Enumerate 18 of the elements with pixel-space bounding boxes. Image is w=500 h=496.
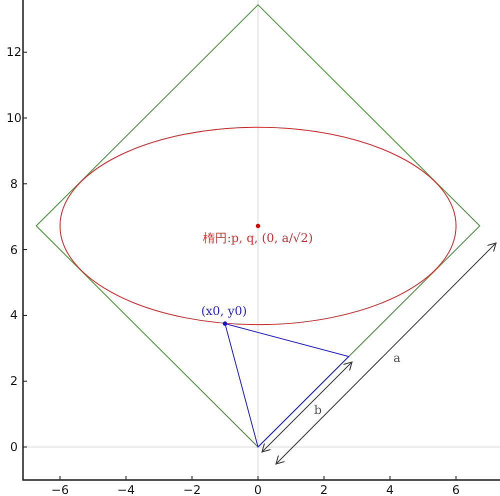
tick-label: −6 xyxy=(51,484,69,496)
tick-label: 10 xyxy=(6,112,22,124)
tick-label: 0 xyxy=(10,441,18,453)
dimension-label: b xyxy=(314,404,322,416)
dimension-label: a xyxy=(393,352,401,364)
tick-label: −4 xyxy=(117,484,135,496)
tick-label: −2 xyxy=(183,484,201,496)
tick-label: 6 xyxy=(10,244,18,256)
tick-label: 4 xyxy=(386,484,394,496)
ellipse-label: 楕円:p, q, (0, a/√2) xyxy=(203,232,313,244)
tick-label: 12 xyxy=(6,46,22,58)
point-label: (x0, y0) xyxy=(201,305,247,317)
tick-label: 6 xyxy=(452,484,460,496)
tick-label: 0 xyxy=(254,484,262,496)
tick-label: 4 xyxy=(10,309,18,322)
tick-label: 2 xyxy=(10,375,18,388)
tick-label: 2 xyxy=(320,484,328,496)
tick-label: 8 xyxy=(10,178,18,190)
